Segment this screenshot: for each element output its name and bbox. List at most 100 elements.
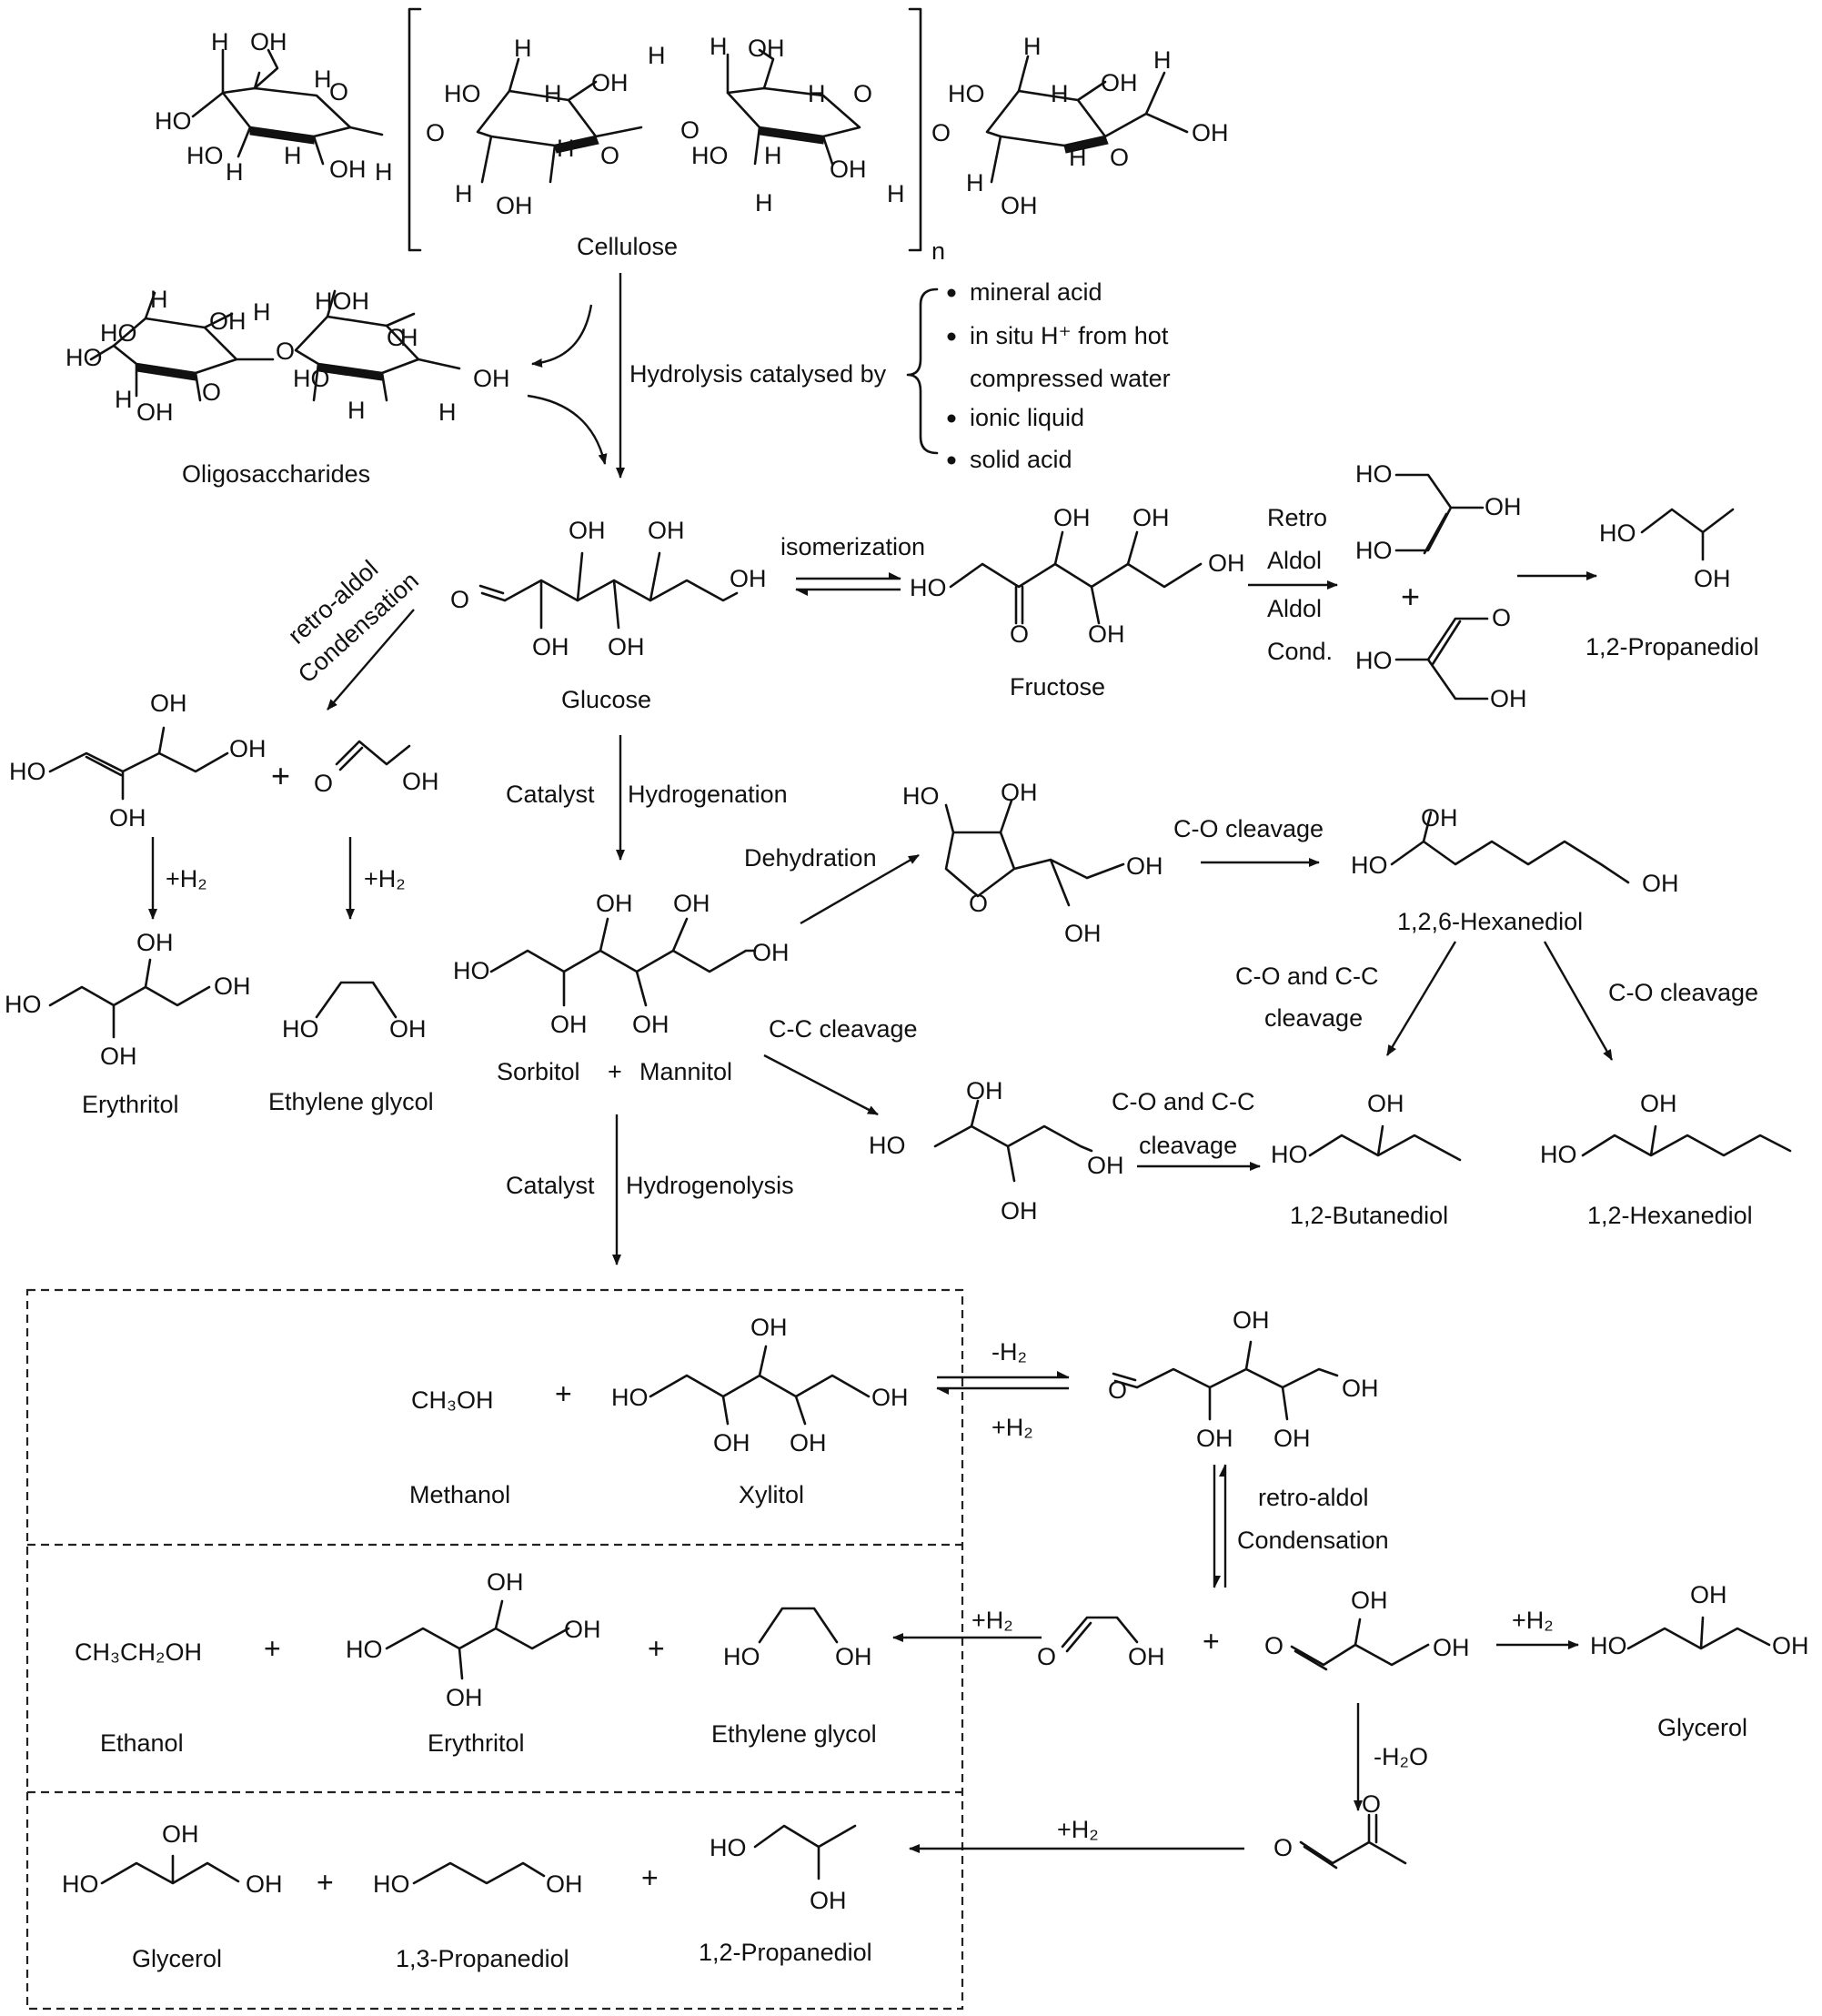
erythritol-label-box: Erythritol: [428, 1729, 525, 1757]
cc-cleavage-label: C-C cleavage: [769, 1015, 918, 1043]
cellulose-label: Cellulose: [577, 233, 678, 260]
svg-text:OH: OH: [150, 690, 187, 717]
svg-text:H: H: [544, 80, 562, 107]
svg-text:OH: OH: [1433, 1634, 1470, 1661]
svg-text:H: H: [211, 28, 229, 55]
svg-text:HO: HO: [1355, 647, 1393, 674]
cleavage-label-1: cleavage: [1264, 1004, 1363, 1032]
condensation-label-right: Condensation: [1237, 1527, 1389, 1554]
plus-sorbitol-mannitol: +: [608, 1058, 622, 1085]
svg-text:HO: HO: [282, 1015, 319, 1043]
isomerization-label: isomerization: [780, 533, 925, 560]
svg-text:H: H: [375, 158, 393, 186]
mannitol-label: Mannitol: [639, 1058, 732, 1085]
pyruvaldehyde-structure: OO: [1273, 1790, 1407, 1870]
svg-text:HO: HO: [902, 782, 940, 810]
retro-aldol-glucose-arrow: [327, 609, 415, 711]
co-cleavage-arrow-2: [1543, 941, 1614, 1061]
svg-text:OH: OH: [1690, 1581, 1727, 1608]
repeat-subscript: n: [931, 237, 945, 265]
svg-text:H: H: [1023, 33, 1042, 60]
oligosaccharides-label: Oligosaccharides: [182, 460, 370, 488]
plus-box3-b: +: [641, 1861, 659, 1894]
catalyst-compressed-water: compressed water: [970, 365, 1171, 392]
h2-label-glycolaldehyde: +H₂: [971, 1607, 1013, 1634]
svg-text:HOH: HOH: [315, 287, 369, 315]
svg-text:HO: HO: [948, 80, 985, 107]
co-cc-arrow-to-butanediol: [1385, 941, 1457, 1056]
svg-text:OH: OH: [1101, 69, 1138, 96]
propanediol-12-structure-box: HO OH: [710, 1824, 857, 1914]
svg-text:HO: HO: [1355, 537, 1393, 564]
svg-text:OH: OH: [1053, 504, 1091, 531]
svg-text:OH: OH: [136, 929, 174, 956]
svg-text:OH: OH: [750, 1314, 788, 1341]
svg-text:HO: HO: [723, 1643, 760, 1670]
svg-text:H: H: [438, 398, 457, 426]
svg-text:OH: OH: [596, 890, 633, 917]
svg-text:OH: OH: [810, 1887, 847, 1914]
svg-text:H: H: [710, 33, 728, 60]
svg-text:H: H: [808, 80, 826, 107]
svg-text:OH: OH: [1132, 504, 1170, 531]
plus-box2-b: +: [648, 1632, 665, 1665]
plus-box2-a: +: [264, 1632, 281, 1665]
h2-label-pyruvaldehyde: +H₂: [1057, 1816, 1099, 1843]
svg-text:HO: HO: [691, 142, 729, 169]
svg-text:OH: OH: [1640, 1090, 1677, 1117]
svg-text:O: O: [1264, 1632, 1283, 1659]
dehydration-label: Dehydration: [744, 844, 877, 872]
ethanol-formula: CH₃CH₂OH: [75, 1638, 202, 1666]
catalyst-solid-acid: solid acid: [970, 446, 1072, 473]
fructose-label: Fructose: [1010, 673, 1105, 701]
methanol-formula: CH₃OH: [411, 1386, 494, 1414]
svg-text:OH: OH: [446, 1684, 483, 1711]
svg-text:HO: HO: [155, 107, 192, 135]
svg-text:OH: OH: [966, 1077, 1003, 1104]
svg-text:HO: HO: [100, 319, 137, 347]
svg-text:HO: HO: [710, 1834, 747, 1861]
svg-text:H: H: [557, 135, 575, 162]
svg-text:HO: HO: [1355, 460, 1393, 488]
svg-text:O: O: [600, 142, 619, 169]
svg-text:OH: OH: [1196, 1425, 1233, 1452]
svg-text:OH: OH: [564, 1616, 601, 1643]
svg-text:O: O: [680, 116, 700, 144]
svg-text:H: H: [755, 189, 773, 217]
h2-label-ethylene-glycol: +H₂: [364, 865, 406, 892]
ethylene-glycol-label-top: Ethylene glycol: [268, 1088, 434, 1115]
svg-text:OH: OH: [1694, 565, 1731, 592]
svg-text:OH: OH: [1351, 1587, 1388, 1614]
svg-text:O: O: [1273, 1834, 1293, 1861]
svg-text:H: H: [966, 169, 984, 197]
svg-text:H: H: [455, 180, 473, 207]
aldol-label: Aldol: [1267, 547, 1322, 574]
svg-text:H: H: [347, 397, 366, 424]
svg-text:O: O: [1492, 604, 1511, 631]
svg-text:OH: OH: [1001, 1197, 1038, 1225]
svg-text:HO: HO: [1351, 852, 1388, 879]
svg-text:HO: HO: [62, 1870, 99, 1898]
co-cleavage-label-1: C-O cleavage: [1173, 815, 1324, 842]
svg-text:OH: OH: [748, 35, 785, 62]
propanediol-12-label-box: 1,2-Propanediol: [699, 1939, 872, 1966]
svg-text:HO: HO: [5, 991, 42, 1018]
retro-aldol-label-right: retro-aldol: [1258, 1484, 1369, 1511]
svg-text:HO: HO: [293, 365, 330, 392]
co-cc-label-2: C-O and C-C: [1112, 1088, 1255, 1115]
svg-text:O: O: [1108, 1376, 1127, 1404]
svg-text:O: O: [276, 338, 295, 365]
svg-text:OH: OH: [1485, 493, 1522, 520]
svg-text:OH: OH: [1208, 549, 1245, 577]
svg-text:OH: OH: [214, 973, 251, 1000]
svg-text:HO: HO: [1540, 1141, 1577, 1168]
svg-text:H: H: [226, 158, 244, 186]
catalyst-ionic-liquid: ionic liquid: [970, 404, 1084, 431]
svg-text:HO: HO: [444, 80, 481, 107]
